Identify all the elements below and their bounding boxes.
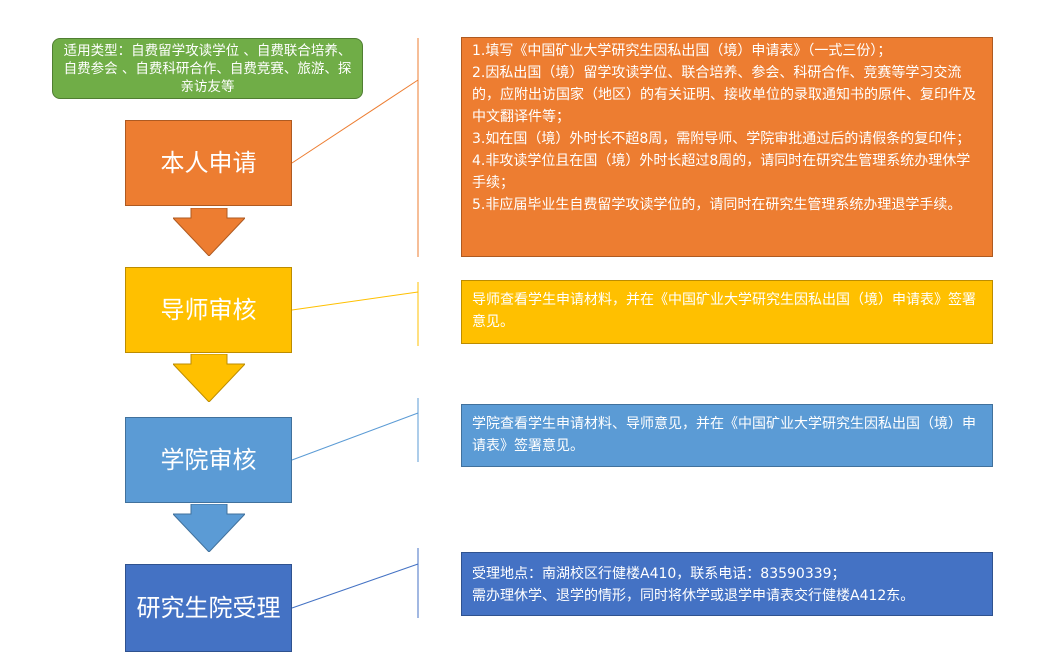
step-label: 导师审核 <box>160 296 257 324</box>
detail-line: 导师查看学生申请材料，并在《中国矿业大学研究生因私出国（境）申请表》签署意见。 <box>472 292 976 330</box>
down-arrow-3 <box>173 504 245 552</box>
connector-line-2 <box>291 291 419 311</box>
step-label: 学院审核 <box>160 446 257 474</box>
step-school-review: 学院审核 <box>125 417 292 503</box>
step-graduate-school-accept: 研究生院受理 <box>125 564 292 652</box>
detail-line: 1.填写《中国矿业大学研究生因私出国（境）申请表》（一式三份）； <box>472 43 892 59</box>
detail-line: 4.非攻读学位且在国（境）外时长超过8周的，请同时在研究生管理系统办理休学手续； <box>472 153 971 191</box>
step-label: 本人申请 <box>160 149 257 177</box>
applicable-types-box: 适用类型：自费留学攻读学位 、自费联合培养、自费参会 、自费科研合作、自费竞赛、… <box>52 38 363 99</box>
detail-line: 学院查看学生申请材料、导师意见，并在《中国矿业大学研究生因私出国（境）申请表》签… <box>472 416 976 454</box>
step-self-apply: 本人申请 <box>125 120 292 206</box>
detail-box-advisor-review: 导师查看学生申请材料，并在《中国矿业大学研究生因私出国（境）申请表》签署意见。 <box>461 280 993 344</box>
detail-box-self-apply: 1.填写《中国矿业大学研究生因私出国（境）申请表》（一式三份）； 2.因私出国（… <box>461 37 993 257</box>
connector-line-1 <box>291 79 419 164</box>
detail-line: 需办理休学、退学的情形，同时将休学或退学申请表交行健楼A412东。 <box>472 588 915 604</box>
detail-box-school-review: 学院查看学生申请材料、导师意见，并在《中国矿业大学研究生因私出国（境）申请表》签… <box>461 404 993 467</box>
step-label: 研究生院受理 <box>136 594 281 622</box>
down-arrow-2 <box>173 354 245 402</box>
detail-line: 5.非应届毕业生自费留学攻读学位的，请同时在研究生管理系统办理退学手续。 <box>472 197 962 213</box>
detail-line: 2.因私出国（境）留学攻读学位、联合培养、参会、科研合作、竞赛等学习交流的，应附… <box>472 65 976 125</box>
detail-line: 3.如在国（境）外时长不超8周，需附导师、学院审批通过后的请假条的复印件； <box>472 131 971 147</box>
connector-line-4 <box>291 563 419 609</box>
detail-box-graduate-school-accept: 受理地点：南湖校区行健楼A410，联系电话：83590339； 需办理休学、退学… <box>461 552 993 616</box>
down-arrow-1 <box>173 208 245 256</box>
applicable-types-text: 适用类型：自费留学攻读学位 、自费联合培养、自费参会 、自费科研合作、自费竞赛、… <box>63 42 352 95</box>
detail-line: 受理地点：南湖校区行健楼A410，联系电话：83590339； <box>472 566 846 582</box>
step-advisor-review: 导师审核 <box>125 267 292 353</box>
connector-line-3 <box>291 412 419 461</box>
